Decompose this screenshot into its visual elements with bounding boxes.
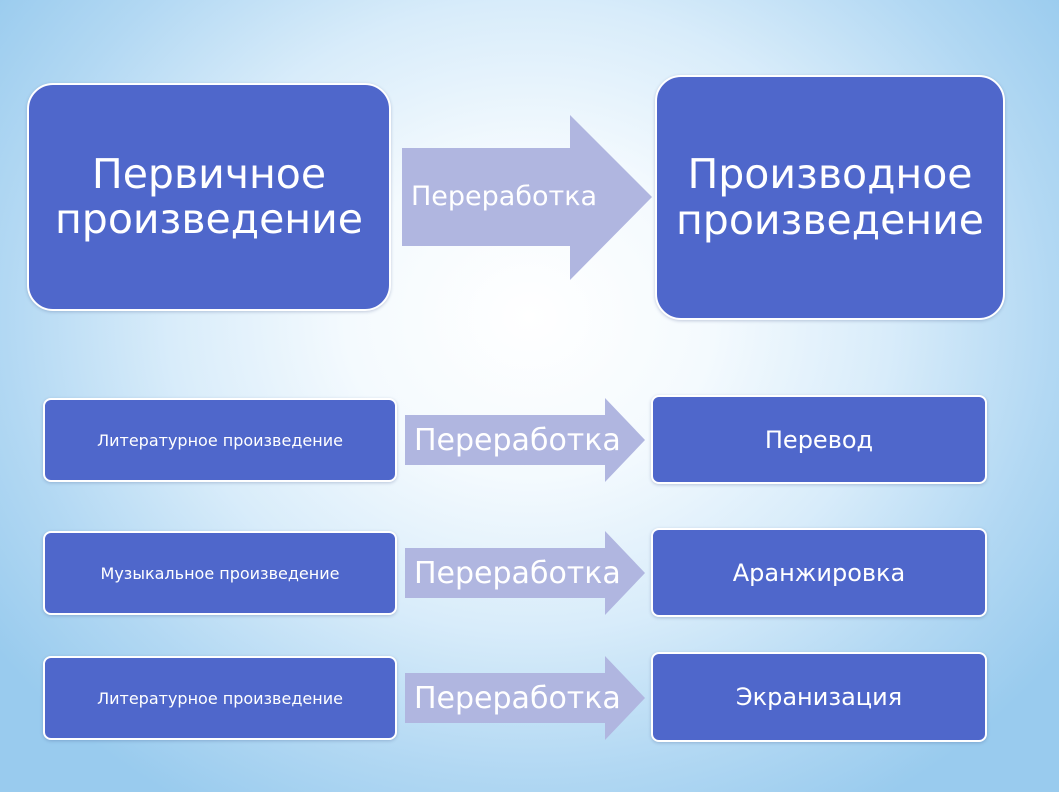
top-arrow-shape [402,115,652,280]
row-2-result-box: Аранжировка [651,528,987,617]
row-1-source-box: Литературное произведение [43,398,397,482]
row-3-source-box: Литературное произведение [43,656,397,740]
row-1-result-label: Перевод [764,425,874,454]
top-process-label: Переработка [411,181,598,212]
primary-work-label: Первичное произведение [54,149,363,243]
primary-work-box: Первичное произведение [27,83,391,311]
row-2-process-label: Переработка [414,555,621,591]
row-3-process-arrow: Переработка [405,656,645,740]
row-1-process-arrow: Переработка [405,398,645,482]
row-3-result-box: Экранизация [651,652,987,742]
row-3-result-label: Экранизация [735,683,903,711]
row-2-arrow-shape [405,531,645,615]
row-1-arrow-shape [405,398,645,482]
row-3-process-label: Переработка [414,680,621,716]
row-1-source-label: Литературное произведение [97,430,343,450]
derivative-work-label: Производное произведение [675,150,984,244]
row-3-arrow-shape [405,656,645,740]
row-2-result-label: Аранжировка [732,558,906,587]
row-3-source-label: Литературное произведение [97,688,343,708]
row-2-process-arrow: Переработка [405,531,645,615]
row-1-process-label: Переработка [414,422,621,458]
top-process-arrow: Переработка [402,115,652,280]
row-1-result-box: Перевод [651,395,987,484]
row-2-source-box: Музыкальное произведение [43,531,397,615]
row-2-source-label: Музыкальное произведение [100,563,340,583]
derivative-work-box: Производное произведение [655,75,1005,320]
